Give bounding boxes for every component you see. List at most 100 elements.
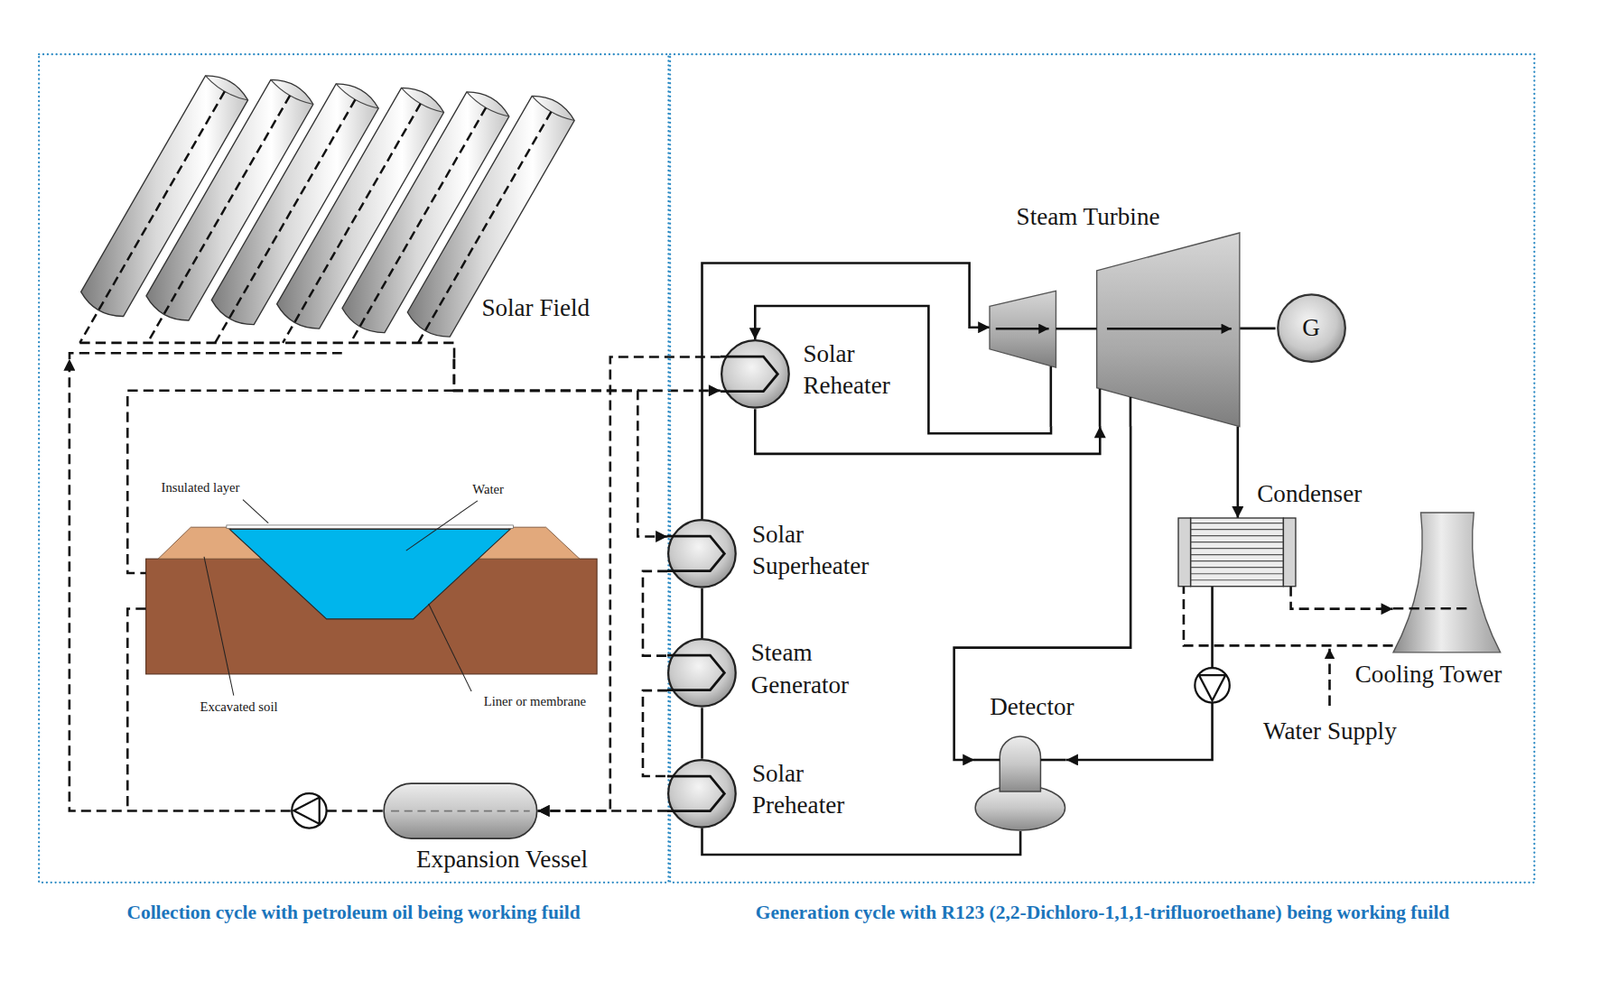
hp-exhaust <box>1050 366 1053 428</box>
part-label: Water Supply <box>1263 716 1397 748</box>
oil-pipe <box>642 571 668 657</box>
oil-pipe <box>1291 586 1394 610</box>
solar-field: Solar Field <box>69 61 613 360</box>
node-label: Steam Turbine <box>1016 201 1161 233</box>
extraction-pipe <box>1129 397 1133 428</box>
condenser-tube <box>1190 554 1284 556</box>
cooling-tower: Cooling Tower <box>1393 512 1501 653</box>
node-label: Solar Preheater <box>752 758 880 823</box>
region-caption: Generation cycle with R123 (2,2-Dichloro… <box>669 901 1535 927</box>
oil-pipe <box>1183 586 1394 647</box>
region-border <box>669 54 1535 884</box>
condenser-flange <box>1283 518 1297 587</box>
vessel-level <box>390 810 531 813</box>
vessel-body <box>383 783 538 839</box>
node-label: Expansion Vessel <box>416 844 588 876</box>
exchanger-coil <box>667 536 725 571</box>
condenser: Condenser <box>1178 518 1296 587</box>
solar-preheater: Solar Preheater <box>667 759 737 829</box>
condenser-tube <box>1190 541 1284 543</box>
expansion-vessel: Expansion Vessel <box>382 782 539 840</box>
pond-oil-loop <box>127 390 455 812</box>
condenser-tube <box>1190 573 1284 575</box>
detector-inlet <box>974 759 1000 763</box>
lp-turbine <box>1097 232 1240 428</box>
working-fluid-pipe <box>1066 586 1213 761</box>
oil-pipe <box>538 809 669 813</box>
part-label: Liner or membrane <box>483 693 587 711</box>
condenser-tube <box>1190 522 1284 524</box>
shape-outline <box>667 638 737 708</box>
leader-line <box>204 557 234 697</box>
node-label: Detector <box>989 691 1074 724</box>
node-label: Solar Field <box>481 292 590 325</box>
trough-rim <box>466 92 510 117</box>
part-label: Excavated soil <box>200 698 279 717</box>
solar-superheater: Solar Superheater <box>667 519 737 589</box>
trough-rim <box>204 75 248 101</box>
generator-circle: G <box>1275 292 1348 364</box>
leader-line <box>428 604 472 692</box>
condenser-tube <box>1190 529 1284 531</box>
shape-outline <box>382 782 539 840</box>
steam-generator: Steam Generator <box>667 638 737 708</box>
working-fluid-pipe <box>700 588 704 639</box>
tower-inlet <box>1393 607 1470 611</box>
shape-outline <box>1178 518 1296 587</box>
node-label: Cooling Tower <box>1355 659 1503 691</box>
condenser-flange <box>1178 518 1191 587</box>
oil-pipe <box>69 359 383 812</box>
shape-outline <box>669 53 1535 884</box>
turbine-shaft <box>1056 327 1098 331</box>
region-border <box>38 54 669 884</box>
oil-pipe <box>642 690 668 777</box>
shape-outline <box>989 232 1240 428</box>
outlet-header <box>79 343 455 360</box>
pump-triangle <box>1199 675 1226 701</box>
pump-symbol <box>1194 668 1229 703</box>
oil-pipe <box>454 359 668 538</box>
condenser-tube <box>1190 579 1284 581</box>
working-fluid-pipe <box>1239 327 1276 331</box>
tower-shell <box>1393 512 1501 653</box>
inlet-header <box>69 353 343 360</box>
trough-rim <box>400 87 444 112</box>
water-supply-pipe <box>1328 649 1331 707</box>
detector-inlet <box>1041 759 1067 763</box>
flow-arrow <box>995 327 1050 331</box>
exchanger-coil <box>667 656 725 691</box>
hp-turbine <box>989 290 1056 368</box>
node-label: G <box>1275 312 1348 345</box>
working-fluid-pipe <box>702 263 991 521</box>
pump-casing <box>1194 668 1229 703</box>
condenser-tube <box>1190 567 1284 568</box>
working-fluid-pipe <box>700 707 704 760</box>
detector: Detector <box>974 736 1067 832</box>
trough-rim <box>270 79 314 104</box>
condenser-tube <box>1190 548 1284 549</box>
flow-arrow <box>1106 327 1232 331</box>
exchanger-coil <box>667 776 725 811</box>
oil-pipe <box>454 359 721 391</box>
part-label: Insulated layer <box>161 479 241 497</box>
part-label: Water <box>472 481 504 499</box>
shape-outline <box>1393 512 1501 653</box>
working-fluid-pipe <box>754 409 1100 455</box>
pond-water <box>229 529 511 619</box>
node-label: Condenser <box>1256 478 1362 511</box>
condenser-tube <box>1190 535 1284 537</box>
exchanger-coil <box>720 357 778 392</box>
pump-symbol <box>291 793 326 828</box>
detector-dome <box>999 736 1041 792</box>
condenser-tube <box>1190 560 1284 562</box>
shape-outline <box>974 736 1067 832</box>
leader-lines <box>204 500 478 697</box>
node-label: Steam Generator <box>751 637 879 702</box>
shape-outline <box>667 519 737 589</box>
insulated-layer <box>226 525 514 529</box>
steam-turbine: Steam Turbine <box>989 232 1240 428</box>
oil-pipe <box>127 390 455 574</box>
condenser-body <box>1190 518 1284 587</box>
